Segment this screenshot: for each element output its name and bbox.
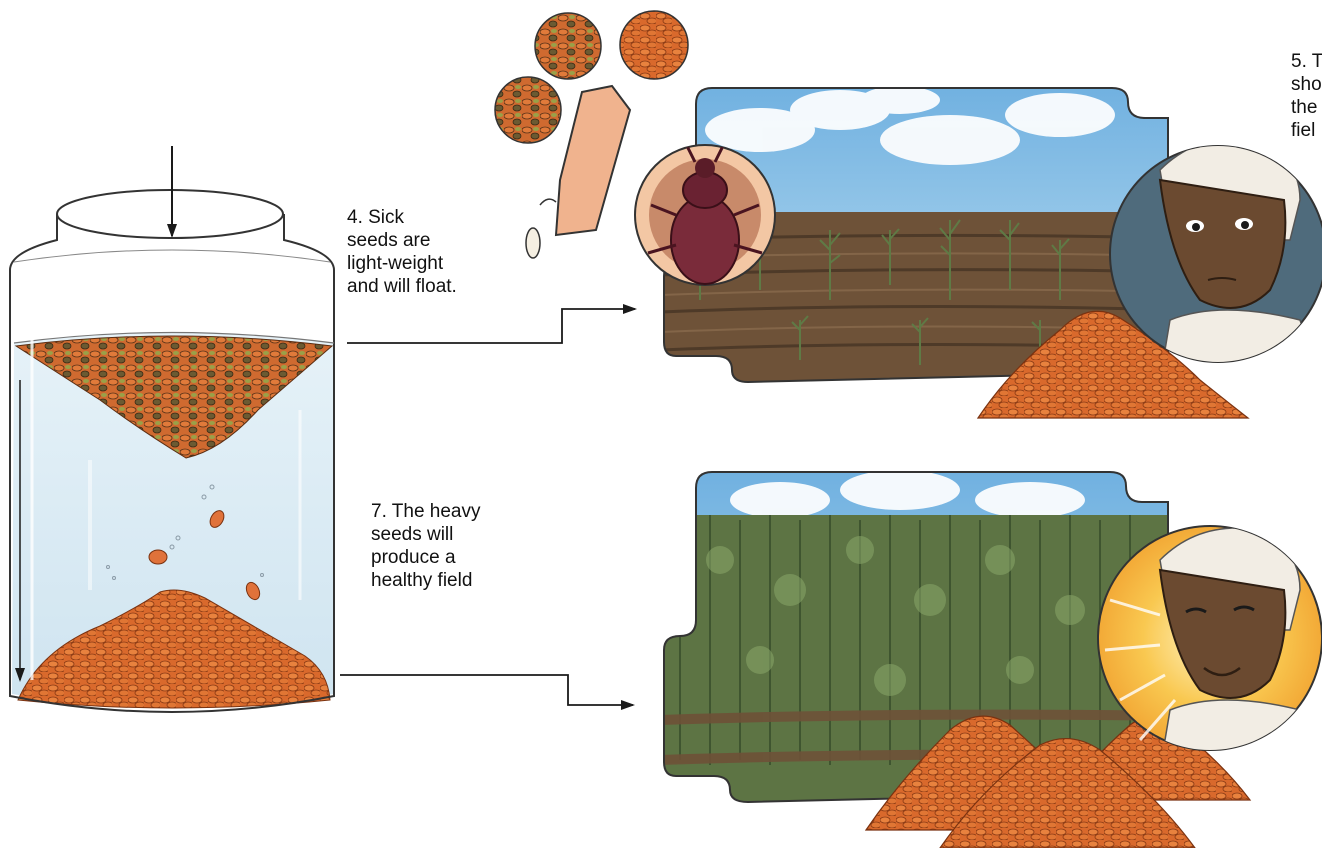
jar-icon	[10, 190, 334, 712]
larva-icon	[526, 199, 556, 258]
caption-step-4: 4. Sick seeds are light-weight and will …	[347, 206, 507, 298]
caption-step-7: 7. The heavy seeds will produce a health…	[371, 500, 531, 592]
caption-step-5-partial: 5. T sho the fiel	[1291, 50, 1322, 142]
connector-arrow-sick	[347, 309, 635, 343]
connector-arrow-healthy	[340, 675, 633, 705]
